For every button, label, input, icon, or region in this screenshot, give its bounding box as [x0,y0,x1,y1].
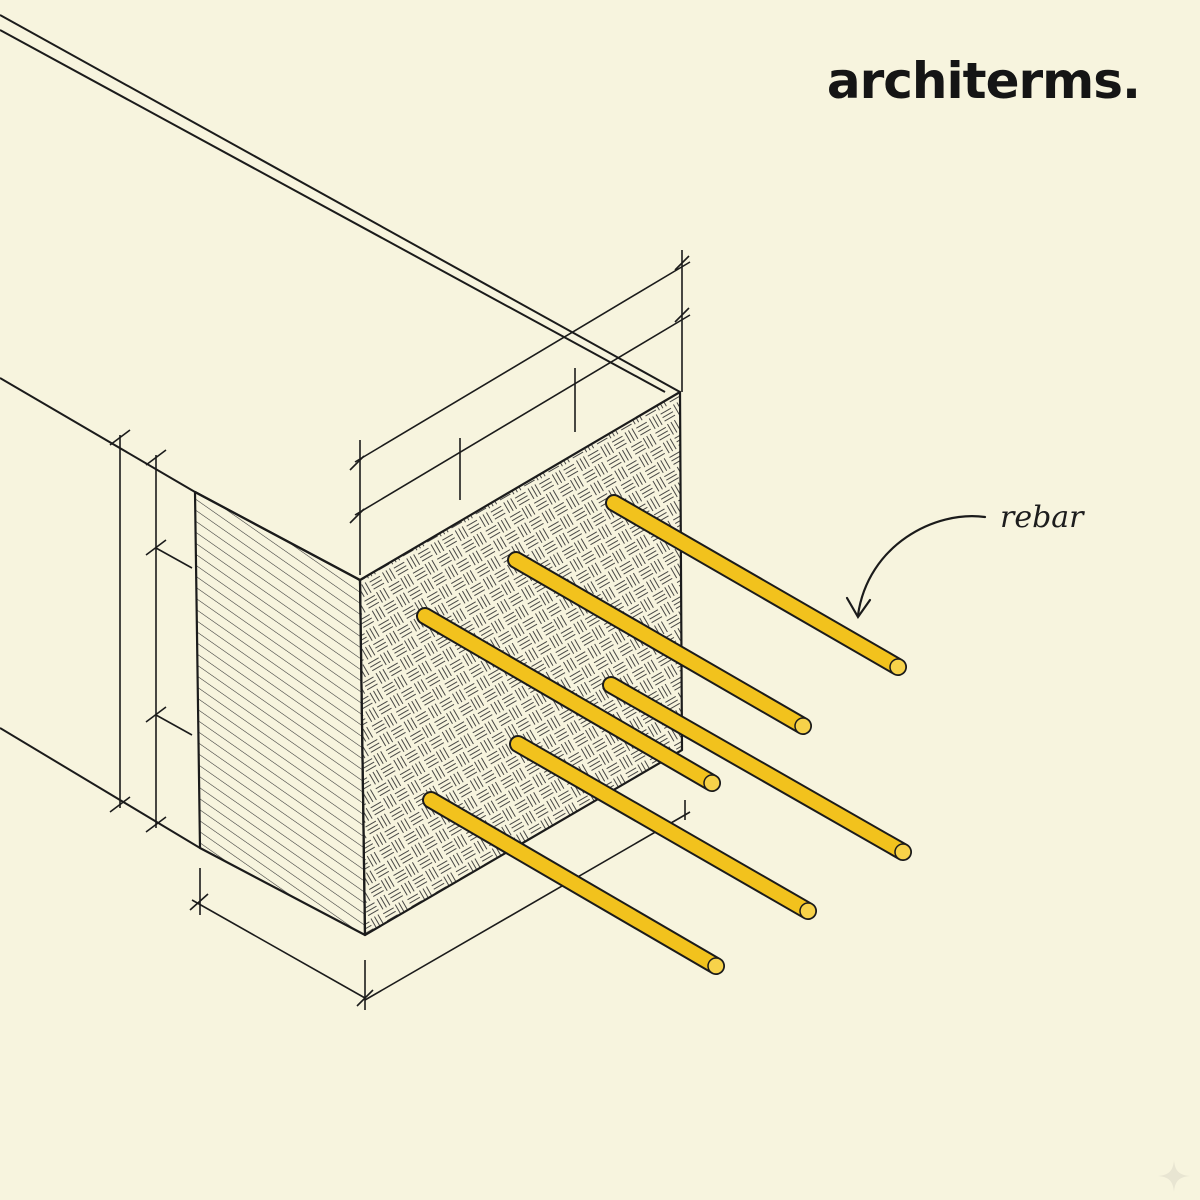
brand-logo: architerms. [826,52,1141,110]
beam-top-edge [194,491,361,581]
rebar-3 [416,607,721,792]
beam-side-face [193,490,367,937]
rebar-5 [509,735,817,920]
rebar-6 [422,791,725,975]
beam-outline [0,14,681,849]
rebar-4 [602,676,912,861]
rebar-1 [605,494,907,676]
dimension-lines [109,250,691,1010]
sparkle-icon [1158,1160,1190,1192]
callout-arrow-icon [845,515,987,620]
rebar-label: rebar [1000,500,1084,535]
rebar-2 [507,551,812,735]
rebar-group [416,494,912,975]
